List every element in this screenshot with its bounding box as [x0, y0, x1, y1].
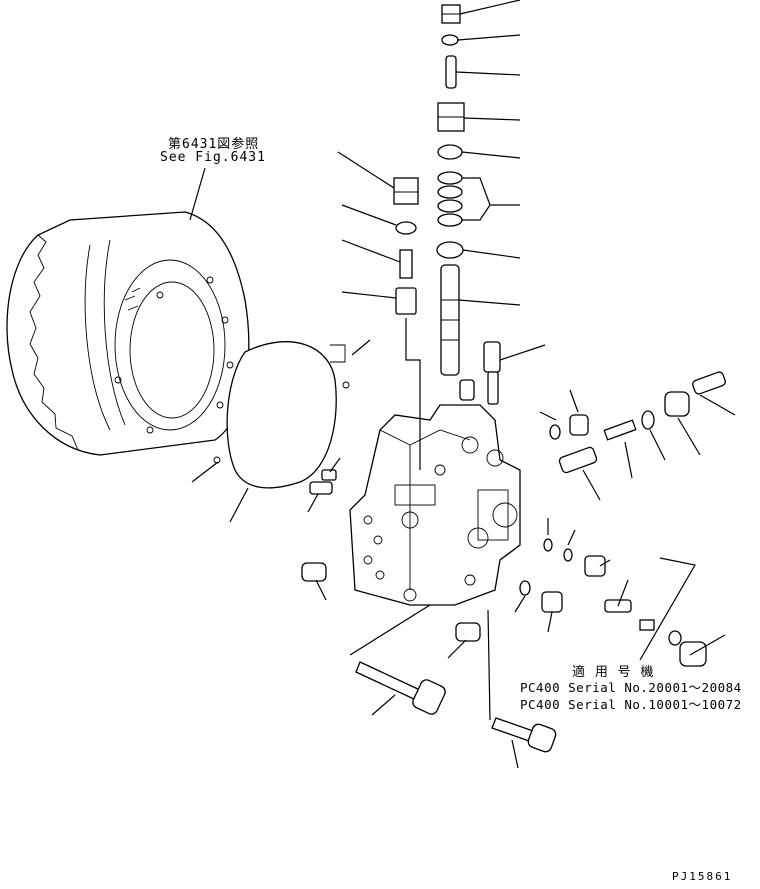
bolt-part	[355, 661, 446, 715]
sensor-part	[483, 341, 501, 405]
adapter-part	[664, 371, 726, 417]
washer-part	[436, 241, 464, 259]
gasket-part	[213, 341, 350, 489]
reference-label-jp: 第6431図参照	[168, 137, 260, 152]
leader-lines	[191, 0, 736, 769]
top-plug-part	[441, 4, 461, 24]
valve-body-part	[349, 404, 521, 606]
ring-set-part	[437, 171, 463, 227]
oring-part	[395, 221, 417, 235]
spring-part	[399, 249, 413, 279]
oring-part	[543, 538, 553, 552]
plug-part	[301, 562, 327, 582]
gear-housing-part	[6, 211, 250, 456]
spool-part	[440, 264, 460, 376]
oring-part	[437, 144, 463, 160]
reference-leader	[189, 167, 206, 221]
pin-part	[445, 55, 457, 89]
oring-part	[641, 410, 655, 430]
pin-part	[321, 469, 337, 481]
plug-part	[679, 641, 707, 667]
left-plug-part	[393, 177, 419, 205]
left-stack-guide	[405, 318, 421, 470]
fitting-part	[569, 414, 589, 436]
piston-part	[395, 287, 417, 315]
applicability-header: 適 用 号 機	[572, 665, 655, 680]
oring-part	[441, 34, 459, 46]
oring-part	[563, 548, 573, 562]
oring-part	[549, 424, 561, 440]
applicability-line-2: PC400 Serial No.10001〜10072	[520, 697, 742, 712]
plug-part	[584, 555, 606, 577]
plug-part	[541, 591, 563, 613]
pin-part	[309, 481, 333, 495]
oring-part	[668, 630, 682, 646]
sleeve-part	[459, 379, 475, 401]
check-valve-part	[558, 446, 598, 474]
plug-part	[455, 622, 481, 642]
bracket-group	[639, 557, 696, 661]
reference-label-en: See Fig.6431	[160, 150, 266, 165]
applicability-line-1: PC400 Serial No.20001〜20084	[520, 680, 742, 695]
plug-part	[437, 102, 465, 132]
oring-part	[519, 580, 531, 596]
figure-code: PJ15861	[672, 870, 733, 883]
spring-part	[603, 419, 637, 441]
bolt-part	[491, 717, 557, 753]
